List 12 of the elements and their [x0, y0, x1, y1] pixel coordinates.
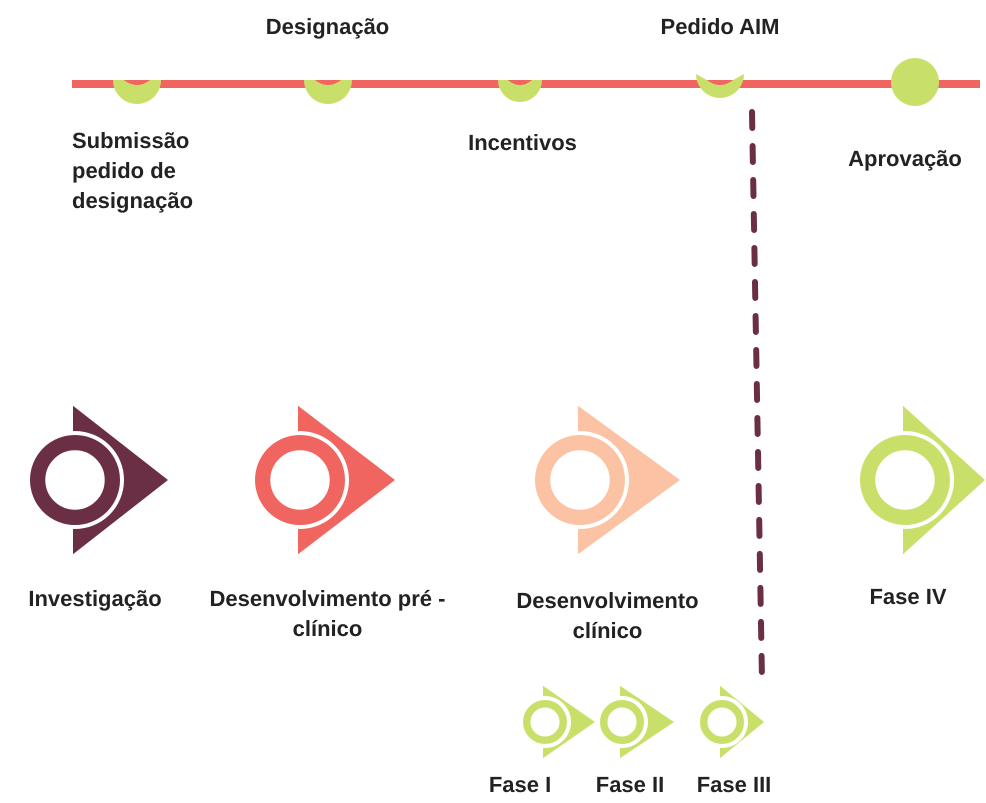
- milestone-label: Designação: [264, 13, 390, 41]
- stage-label: Fase I: [488, 771, 552, 799]
- milestone-label: Submissão pedido de designação: [72, 127, 194, 215]
- stage-label: Desenvolvimento clínico: [515, 587, 700, 645]
- milestone-label: Incentivos: [467, 129, 578, 157]
- milestone-label: Pedido AIM: [660, 13, 780, 41]
- stage-label: Fase IV: [868, 583, 948, 611]
- stage-label: Investigação: [27, 585, 163, 613]
- stage-label: Fase III: [696, 771, 772, 799]
- milestone-label: Aprovação: [847, 145, 963, 173]
- stage-label: Fase II: [594, 771, 666, 799]
- stage-label: Desenvolvimento pré - clínico: [208, 585, 446, 643]
